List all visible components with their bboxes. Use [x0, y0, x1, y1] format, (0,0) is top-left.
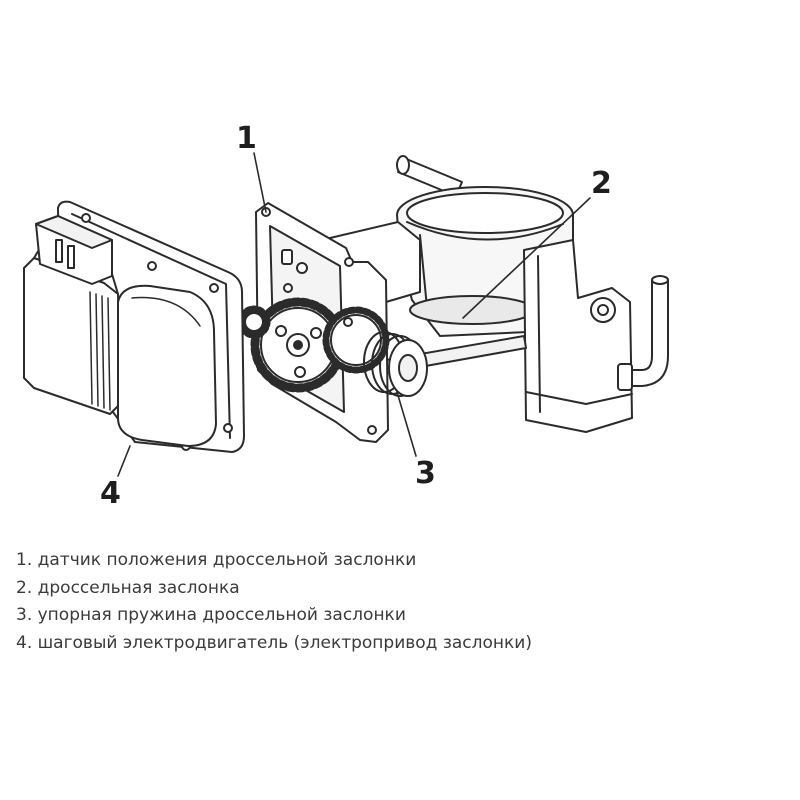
motor-plate-hole	[209, 283, 219, 293]
large-gear-hole	[275, 325, 287, 337]
throttle-body-flange	[523, 239, 633, 433]
motor-ribs	[89, 291, 111, 411]
legend-item-3: 3. упорная пружина дроссельной заслонки	[16, 605, 406, 625]
cylinder-bore-opening	[406, 192, 564, 234]
leader-line-2	[462, 197, 591, 319]
plate-bolt-hole	[344, 257, 354, 267]
return-spring	[363, 331, 428, 397]
flange-edge-line	[537, 255, 541, 413]
connector-slot	[67, 245, 75, 269]
large-gear-hole	[310, 327, 322, 339]
legend-item-4: 4. шаговый электродвигатель (электроприв…	[16, 632, 532, 653]
flange-lower-band	[525, 391, 633, 405]
large-gear-hole	[294, 366, 306, 378]
motor-connector-top	[35, 215, 113, 249]
throttle-body-diagram: 1 2 3 4	[23, 121, 669, 511]
leader-line-1	[253, 152, 267, 213]
motor-dome-cover	[117, 284, 217, 447]
spring-hub	[398, 354, 418, 382]
callout-1: 1	[236, 121, 257, 156]
motor-rib	[101, 295, 105, 409]
sensor-pin	[296, 262, 308, 274]
legend-item-1: 1. датчик положения дроссельной заслонки	[16, 550, 417, 570]
inlet-pipe-cap	[396, 155, 410, 175]
callout-2: 2	[591, 166, 612, 201]
legend: 1. датчик положения дроссельной заслонки…	[16, 547, 532, 657]
sector-gear-body	[330, 314, 382, 366]
motor-plate-hole	[147, 261, 157, 271]
leader-lines	[117, 152, 591, 477]
connector-slot	[55, 239, 63, 263]
leader-line-3	[396, 391, 417, 457]
motor-dome-highlight	[131, 296, 201, 327]
callout-3: 3	[415, 456, 436, 491]
leader-line-4	[117, 445, 131, 477]
motor-rib	[89, 291, 93, 405]
motor-plate-hole	[223, 423, 233, 433]
sensor-contact	[281, 249, 293, 265]
cylinder-bore-edge	[406, 221, 564, 241]
sensor-gear-plate	[237, 202, 428, 443]
motor-plate-edge	[71, 213, 231, 439]
coolant-tube-cap	[651, 275, 669, 285]
callout-4: 4	[100, 476, 121, 511]
stepper-motor	[23, 200, 245, 453]
plate-bolt-hole	[367, 425, 377, 435]
sector-gear-hole	[343, 317, 353, 327]
pinion-gear-body	[244, 312, 264, 332]
motor-plate-hole	[81, 213, 91, 223]
legend-item-2: 2. дроссельная заслонка	[16, 577, 240, 598]
coolant-tube-fitting	[617, 363, 633, 391]
flange-bolt-hole	[597, 304, 609, 316]
motor-rib	[95, 293, 99, 407]
large-gear-axle	[293, 340, 303, 350]
sensor-pin	[283, 283, 293, 293]
motor-rib	[107, 297, 111, 411]
